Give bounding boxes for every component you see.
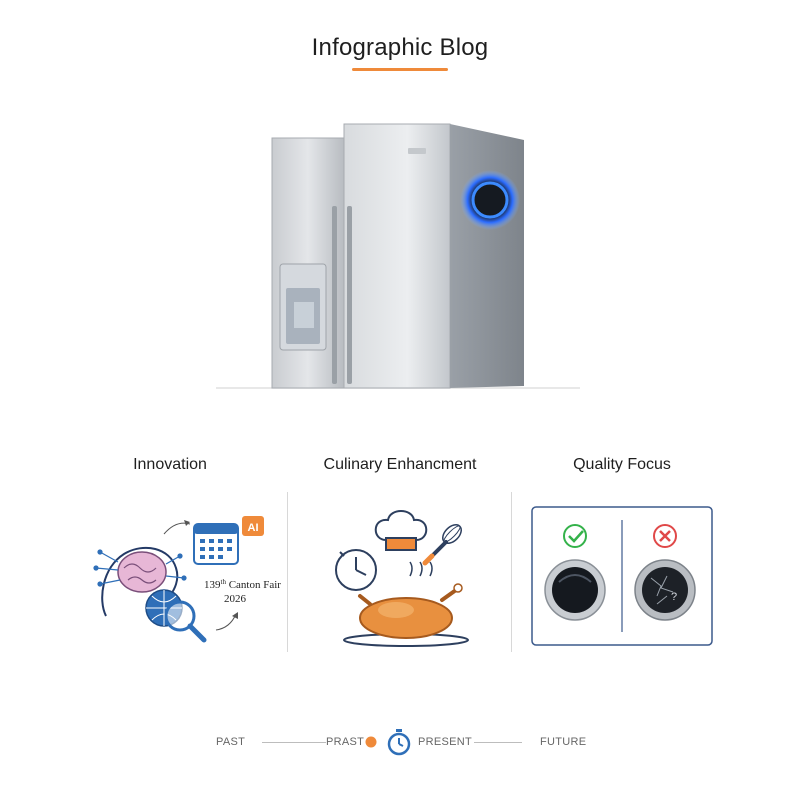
- roast-chicken-icon: [343, 561, 469, 647]
- check-icon: [563, 524, 587, 548]
- clock-icon: [335, 549, 377, 591]
- timeline-line: [262, 742, 326, 743]
- column-divider: [287, 492, 288, 652]
- cross-icon: [653, 524, 677, 548]
- timeline-label-present: PRESENT: [418, 736, 473, 748]
- knob-icon: ?: [634, 559, 696, 621]
- ai-badge-label: AI: [248, 522, 259, 534]
- fair-year: 2026: [224, 593, 247, 605]
- innovation-illustration: AI 139th Canton Fair 2026: [93, 516, 281, 643]
- magnifier-icon: [164, 600, 207, 643]
- bad-knob-mark: ?: [671, 591, 677, 603]
- heading-culinary: Culinary Enhancment: [323, 456, 477, 473]
- page-title: Infographic Blog: [311, 34, 489, 61]
- chef-hat-icon: [374, 510, 428, 551]
- timeline: PAST PRAST PRESENT FUTURE: [180, 726, 620, 758]
- timeline-label-past: PAST: [216, 736, 246, 748]
- whisk-icon: [422, 524, 462, 566]
- timeline-label-future: FUTURE: [540, 736, 587, 748]
- quality-illustration: ?: [531, 506, 713, 646]
- calendar-icon: [193, 523, 239, 565]
- heading-quality: Quality Focus: [573, 456, 671, 473]
- timeline-label-prast: PRAST: [326, 736, 365, 748]
- fair-suffix: th: [221, 578, 227, 586]
- fair-number: 139: [204, 579, 221, 591]
- svg-text:139th Canton Fair: 139th Canton Fair: [204, 578, 281, 591]
- heading-innovation: Innovation: [133, 456, 207, 473]
- brain-icon: [93, 546, 187, 617]
- title-underline: [352, 68, 448, 71]
- timeline-line: [474, 742, 522, 743]
- knob-icon: [544, 559, 606, 621]
- culinary-illustration: [335, 510, 469, 647]
- fridge-icon: [216, 123, 580, 389]
- timeline-dot: [365, 736, 377, 748]
- column-divider: [511, 492, 512, 652]
- stopwatch-icon: [387, 729, 411, 756]
- ai-badge: AI: [242, 516, 264, 536]
- fair-name: Canton Fair: [226, 579, 281, 591]
